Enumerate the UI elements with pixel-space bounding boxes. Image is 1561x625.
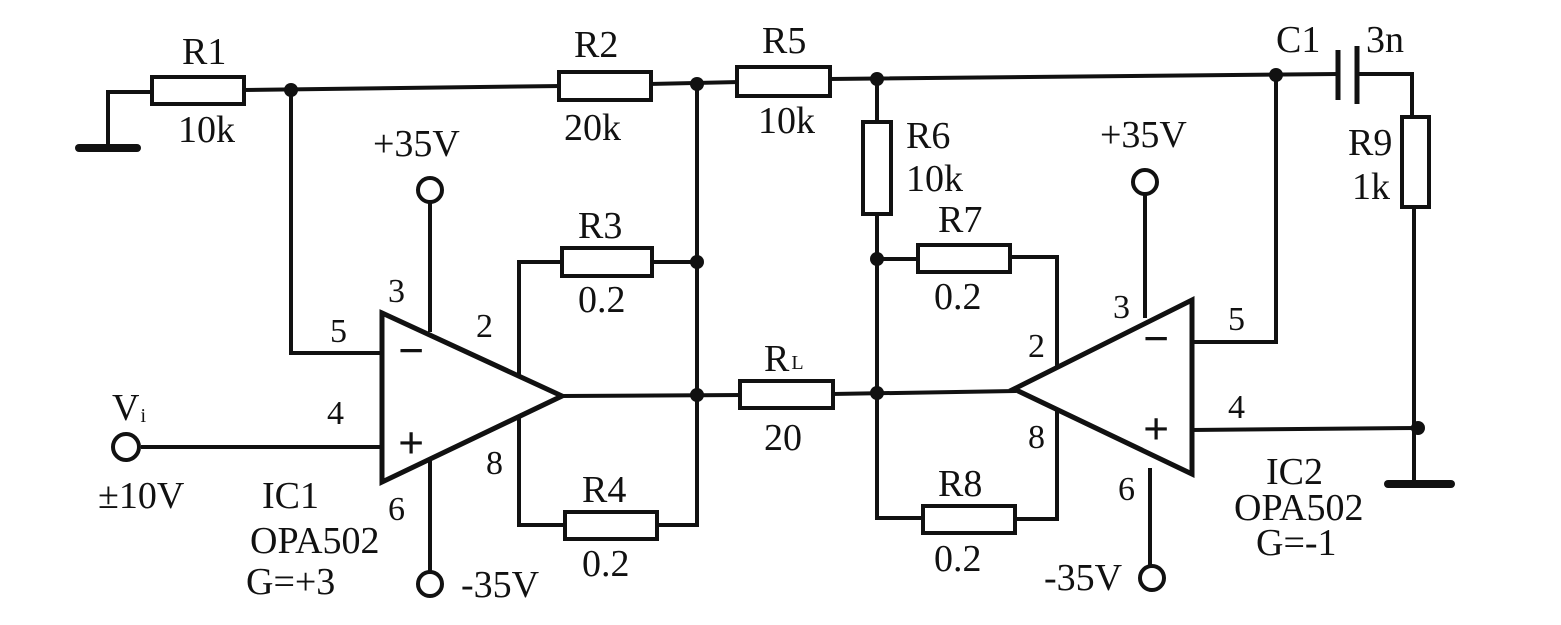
vi-name: Vi: [112, 387, 146, 429]
r5-name: R5: [762, 20, 806, 62]
resistor-r6: [861, 120, 893, 216]
ic1-gain: G=+3: [246, 561, 335, 603]
junction-dots: [284, 68, 1425, 435]
r5-value: 10k: [758, 100, 815, 142]
resistor-r9: [1400, 115, 1431, 209]
r7-value: 0.2: [934, 276, 982, 318]
terminal-ic1-neg-supply: [416, 570, 444, 598]
ic1-name: IC1: [262, 475, 319, 517]
ic2-plus-sign: +: [1143, 403, 1169, 454]
ic2-pin6: 6: [1118, 471, 1135, 508]
r2-value: 20k: [564, 107, 621, 149]
r4-value: 0.2: [582, 543, 630, 585]
r8-value: 0.2: [934, 538, 982, 580]
vi-range: ±10V: [98, 475, 185, 517]
ic2-model: OPA502: [1234, 487, 1364, 529]
terminal-ic2-neg-supply: [1138, 564, 1166, 592]
ic2-pin2: 2: [1028, 328, 1045, 365]
ic1-pin2: 2: [476, 308, 493, 345]
wires: [106, 71, 1421, 573]
r9-name: R9: [1348, 122, 1392, 164]
ic2-minus-sign: −: [1143, 313, 1169, 364]
resistor-r2: [557, 70, 653, 102]
capacitor-c1: [1335, 46, 1360, 104]
r6-name: R6: [906, 115, 950, 157]
ic1-neg-supply-label: -35V: [461, 564, 540, 606]
ic1-pin6: 6: [388, 491, 405, 528]
r3-name: R3: [578, 205, 622, 247]
resistor-r4: [563, 510, 659, 541]
r7-name: R7: [938, 199, 982, 241]
resistor-r3: [560, 246, 654, 278]
c1-value: 3n: [1366, 19, 1404, 61]
ic1-minus-sign: −: [398, 325, 424, 376]
terminal-ic1-pos-supply: [416, 176, 444, 204]
r6-value: 10k: [906, 158, 963, 200]
r3-value: 0.2: [578, 279, 626, 321]
r1-name: R1: [182, 31, 226, 73]
ic1-pin4: 4: [327, 395, 344, 432]
resistor-r8: [921, 504, 1017, 535]
ic1-pin5: 5: [330, 313, 347, 350]
resistor-r5: [735, 65, 832, 98]
terminal-ic2-pos-supply: [1131, 168, 1159, 196]
opamp-ic2: [1008, 295, 1195, 478]
ic2-gain: G=-1: [1256, 522, 1337, 564]
r4-name: R4: [582, 469, 626, 511]
terminal-vi-input: [111, 432, 141, 462]
c1-name: C1: [1276, 19, 1320, 61]
ic2-pin8: 8: [1028, 419, 1045, 456]
resistor-r1: [150, 75, 246, 106]
ic2-pin5: 5: [1228, 301, 1245, 338]
ic1-pin3: 3: [388, 273, 405, 310]
ic2-pin3: 3: [1113, 289, 1130, 326]
opamp-ic1: [379, 309, 568, 486]
resistor-rl: [738, 379, 835, 410]
ic2-neg-supply-label: -35V: [1044, 557, 1123, 599]
r2-name: R2: [574, 24, 618, 66]
ic1-pos-supply-label: +35V: [373, 123, 460, 165]
r8-name: R8: [938, 463, 982, 505]
ic1-plus-sign: +: [398, 417, 424, 468]
r1-value: 10k: [178, 109, 235, 151]
ic2-pin4: 4: [1228, 389, 1245, 426]
resistor-r7: [916, 243, 1012, 274]
r9-value: 1k: [1352, 166, 1390, 208]
ic1-pin8: 8: [486, 445, 503, 482]
ic2-name: IC2: [1266, 451, 1323, 493]
ic1-model: OPA502: [250, 520, 380, 562]
ic2-pos-supply-label: +35V: [1100, 114, 1187, 156]
rl-value: 20: [764, 417, 802, 459]
